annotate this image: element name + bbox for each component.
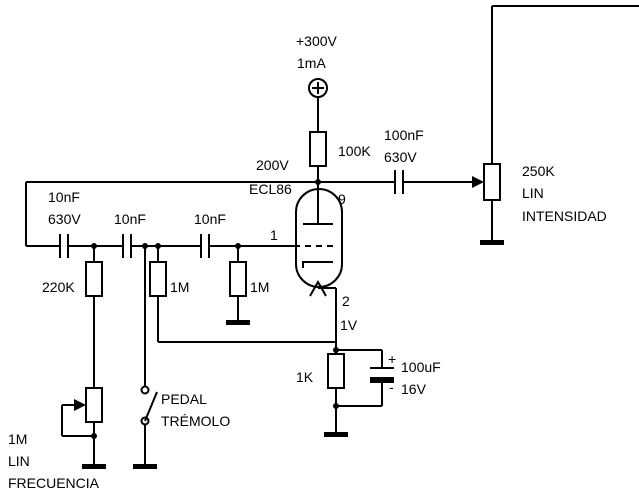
output-cap-value-label: 100nF	[384, 127, 424, 143]
output-capacitor-icon	[394, 170, 404, 194]
ground-icon	[324, 432, 348, 437]
pedal-line1-label: PEDAL	[161, 391, 207, 407]
vacuum-tube-icon	[294, 188, 343, 297]
coupling-capacitor-2-icon	[122, 234, 132, 258]
tube-grid-pin-label: 1	[270, 227, 278, 243]
tube-name-label: ECL86	[249, 181, 292, 197]
cathode-resistor-icon	[327, 353, 345, 389]
resistor-1m-b-label: 1M	[250, 279, 269, 295]
cathode-cap-value-label: 100uF	[401, 359, 441, 375]
intensity-pot-name-label: INTENSIDAD	[522, 208, 607, 224]
input-cap-value-label: 10nF	[48, 189, 80, 205]
pedal-line2-label: TRÉMOLO	[161, 413, 230, 429]
supply-terminal-icon	[308, 78, 328, 98]
frequency-wiper-arrow-icon	[74, 399, 86, 411]
coupling-capacitor-3-icon	[200, 234, 210, 258]
resistor-220k-label: 220K	[42, 279, 75, 295]
resistor-220k-icon	[85, 261, 103, 297]
ground-icon	[480, 240, 504, 245]
plate-resistor-icon	[309, 131, 327, 167]
plate-voltage-label: 200V	[256, 157, 289, 173]
frequency-pot-taper-label: LIN	[8, 453, 30, 469]
ground-icon	[82, 464, 106, 469]
tube-cathode-pin-label: 2	[342, 293, 350, 309]
plate-resistor-label: 100K	[338, 143, 371, 159]
intensity-wiper-arrow-icon	[472, 176, 484, 188]
supply-current-label: 1mA	[297, 55, 326, 71]
ground-icon	[226, 320, 250, 325]
cathode-capacitor-icon	[370, 367, 394, 383]
pedal-switch-icon	[140, 385, 158, 426]
cap-plus-label: +	[388, 351, 396, 367]
cap2-label: 10nF	[114, 211, 146, 227]
resistor-1m-b-icon	[229, 261, 247, 297]
junction-dots	[91, 179, 339, 439]
cathode-cap-voltage-label: 16V	[401, 381, 427, 397]
input-cap-voltage-label: 630V	[48, 211, 81, 227]
wiring	[25, 5, 639, 464]
resistor-1m-a-icon	[149, 261, 167, 297]
frequency-pot-name-label: FRECUENCIA	[8, 475, 100, 491]
intensity-pot-icon	[483, 163, 501, 201]
tube-plate-pin-label: 9	[338, 191, 346, 207]
resistor-1m-a-label: 1M	[170, 279, 189, 295]
cap-minus-label: -	[389, 379, 394, 395]
ground-icon	[133, 464, 157, 469]
cathode-voltage-label: 1V	[340, 317, 358, 333]
frequency-pot-value-label: 1M	[8, 431, 27, 447]
intensity-pot-value-label: 250K	[522, 163, 555, 179]
cap3-label: 10nF	[194, 211, 226, 227]
cathode-resistor-label: 1K	[296, 369, 314, 385]
supply-voltage-label: +300V	[296, 33, 338, 49]
output-cap-voltage-label: 630V	[384, 149, 417, 165]
frequency-pot-icon	[85, 387, 103, 423]
intensity-pot-taper-label: LIN	[522, 185, 544, 201]
input-capacitor-icon	[59, 234, 69, 258]
